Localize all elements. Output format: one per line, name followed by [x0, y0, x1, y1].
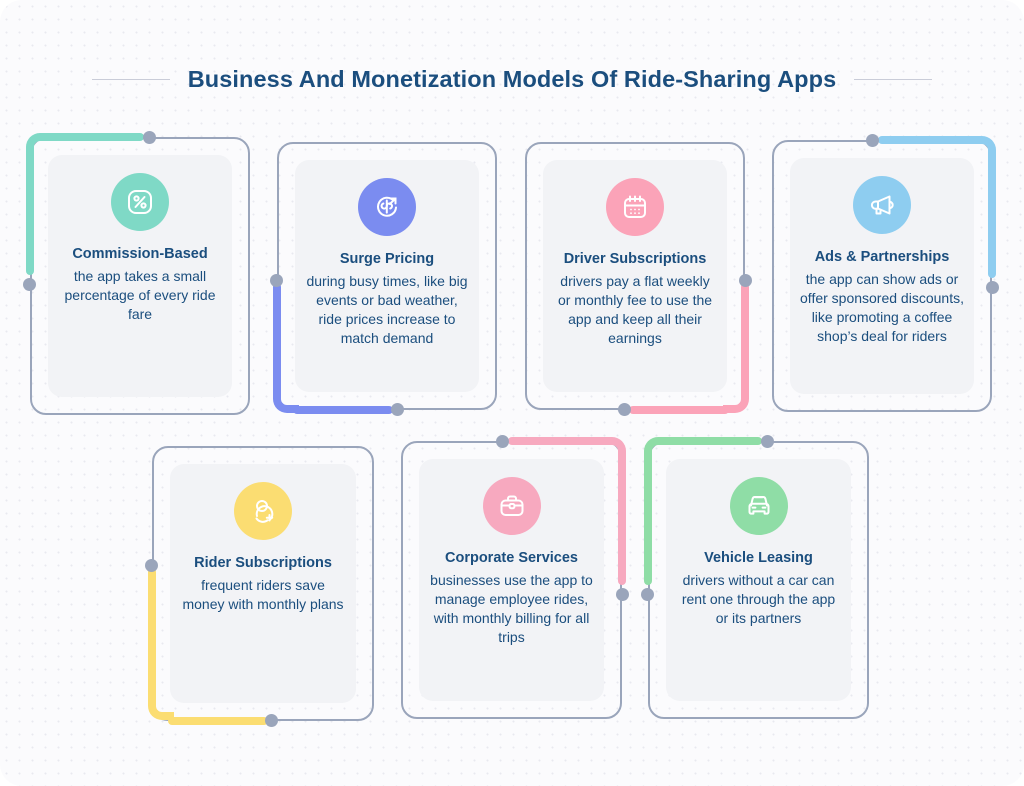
card-vehicle-leasing[interactable]: Vehicle Leasing drivers without a car ca…: [641, 435, 869, 719]
card-title: Surge Pricing: [339, 251, 435, 267]
accent-corner-top-left: [26, 133, 52, 159]
connector-dot-right: [739, 274, 752, 287]
accent-group-corporate-services: [401, 437, 626, 719]
card-title: Driver Subscriptions: [563, 251, 707, 267]
accent-corner-bottom-right: [723, 387, 749, 413]
accent-group-surge-pricing: [273, 142, 497, 414]
calendar-icon: [606, 178, 664, 236]
connector-dot-bottom: [391, 403, 404, 416]
connector-dot-bottom: [618, 403, 631, 416]
accent-corner-top-left: [644, 437, 670, 463]
card-description: drivers pay a flat weekly or monthly fee…: [557, 273, 713, 347]
accent-right-segment: [988, 158, 996, 278]
accent-bottom-segment: [629, 406, 729, 414]
briefcase-icon: [482, 477, 541, 535]
percent-badge-icon: [111, 173, 169, 231]
accent-corner-top-right: [970, 136, 996, 162]
card-inner: Commission-Based the app takes a small p…: [48, 155, 232, 397]
card-title: Corporate Services: [445, 550, 578, 566]
card-inner: Rider Subscriptions frequent riders save…: [170, 464, 356, 703]
card-title: Vehicle Leasing: [704, 550, 813, 566]
card-driver-subscriptions[interactable]: Driver Subscriptions drivers pay a flat …: [525, 142, 752, 416]
page-title: Business And Monetization Models Of Ride…: [187, 65, 837, 92]
card-description: businesses use the app to manage employe…: [430, 572, 593, 646]
card-corporate-services[interactable]: Corporate Services businesses use the ap…: [401, 435, 629, 719]
accent-top-segment: [46, 133, 144, 141]
connector-dot-top: [761, 435, 774, 448]
card-inner: Driver Subscriptions drivers pay a flat …: [543, 160, 727, 392]
card-rider-subscriptions[interactable]: Rider Subscriptions frequent riders save…: [145, 446, 374, 727]
card-description: during busy times, like big events or ba…: [306, 273, 468, 347]
connector-dot-bottom: [265, 714, 278, 727]
header: Business And Monetization Models Of Ride…: [0, 56, 1024, 102]
add-user-icon: [234, 482, 292, 540]
accent-group-commission-based: [26, 133, 250, 415]
connector-dot-right: [616, 588, 629, 601]
accent-left-segment: [644, 459, 652, 585]
card-inner: Ads & Partnerships the app can show ads …: [790, 158, 974, 394]
dollar-trend-up-icon: [358, 178, 416, 236]
accent-corner-bottom-left: [148, 694, 174, 720]
accent-group-driver-subscriptions: [525, 142, 749, 414]
accent-left-segment: [26, 155, 34, 275]
card-title: Ads & Partnerships: [814, 249, 950, 265]
connector-dot-left: [145, 559, 158, 572]
accent-right-segment: [741, 283, 749, 393]
connector-dot-top: [866, 134, 879, 147]
card-ads-partnerships[interactable]: Ads & Partnerships the app can show ads …: [772, 134, 999, 412]
card-description: the app can show ads or offer sponsored …: [800, 271, 964, 345]
accent-group-vehicle-leasing: [644, 437, 869, 719]
card-description: drivers without a car can rent one throu…: [681, 572, 836, 627]
accent-bottom-segment: [293, 406, 393, 414]
megaphone-icon: [853, 176, 911, 234]
card-description: the app takes a small percentage of ever…: [64, 268, 216, 323]
accent-top-segment: [508, 437, 606, 445]
card-title: Commission-Based: [72, 246, 208, 262]
connector-dot-left: [270, 274, 283, 287]
card-description: frequent riders save money with monthly …: [182, 577, 344, 613]
card-inner: Surge Pricing during busy times, like bi…: [295, 160, 479, 392]
accent-bottom-segment: [168, 717, 268, 725]
accent-left-segment: [148, 568, 156, 698]
connector-dot-right: [986, 281, 999, 294]
card-commission-based[interactable]: Commission-Based the app takes a small p…: [23, 131, 250, 415]
title-rule-left: [91, 78, 170, 80]
accent-corner-top-right: [600, 437, 626, 463]
card-surge-pricing[interactable]: Surge Pricing during busy times, like bi…: [270, 142, 497, 416]
connector-dot-left: [641, 588, 654, 601]
connector-dot-left: [23, 278, 36, 291]
accent-group-ads-partnerships: [772, 136, 996, 412]
accent-group-rider-subscriptions: [148, 446, 374, 725]
accent-top-segment: [878, 136, 976, 144]
connector-dot-top: [143, 131, 156, 144]
accent-right-segment: [618, 459, 626, 585]
card-title: Rider Subscriptions: [194, 555, 332, 571]
card-inner: Corporate Services businesses use the ap…: [419, 459, 604, 701]
accent-left-segment: [273, 283, 281, 393]
car-front-icon: [729, 477, 788, 535]
accent-corner-bottom-left: [273, 387, 299, 413]
title-rule-right: [854, 78, 933, 80]
connector-dot-top: [496, 435, 509, 448]
card-inner: Vehicle Leasing drivers without a car ca…: [666, 459, 851, 701]
accent-top-segment: [664, 437, 762, 445]
